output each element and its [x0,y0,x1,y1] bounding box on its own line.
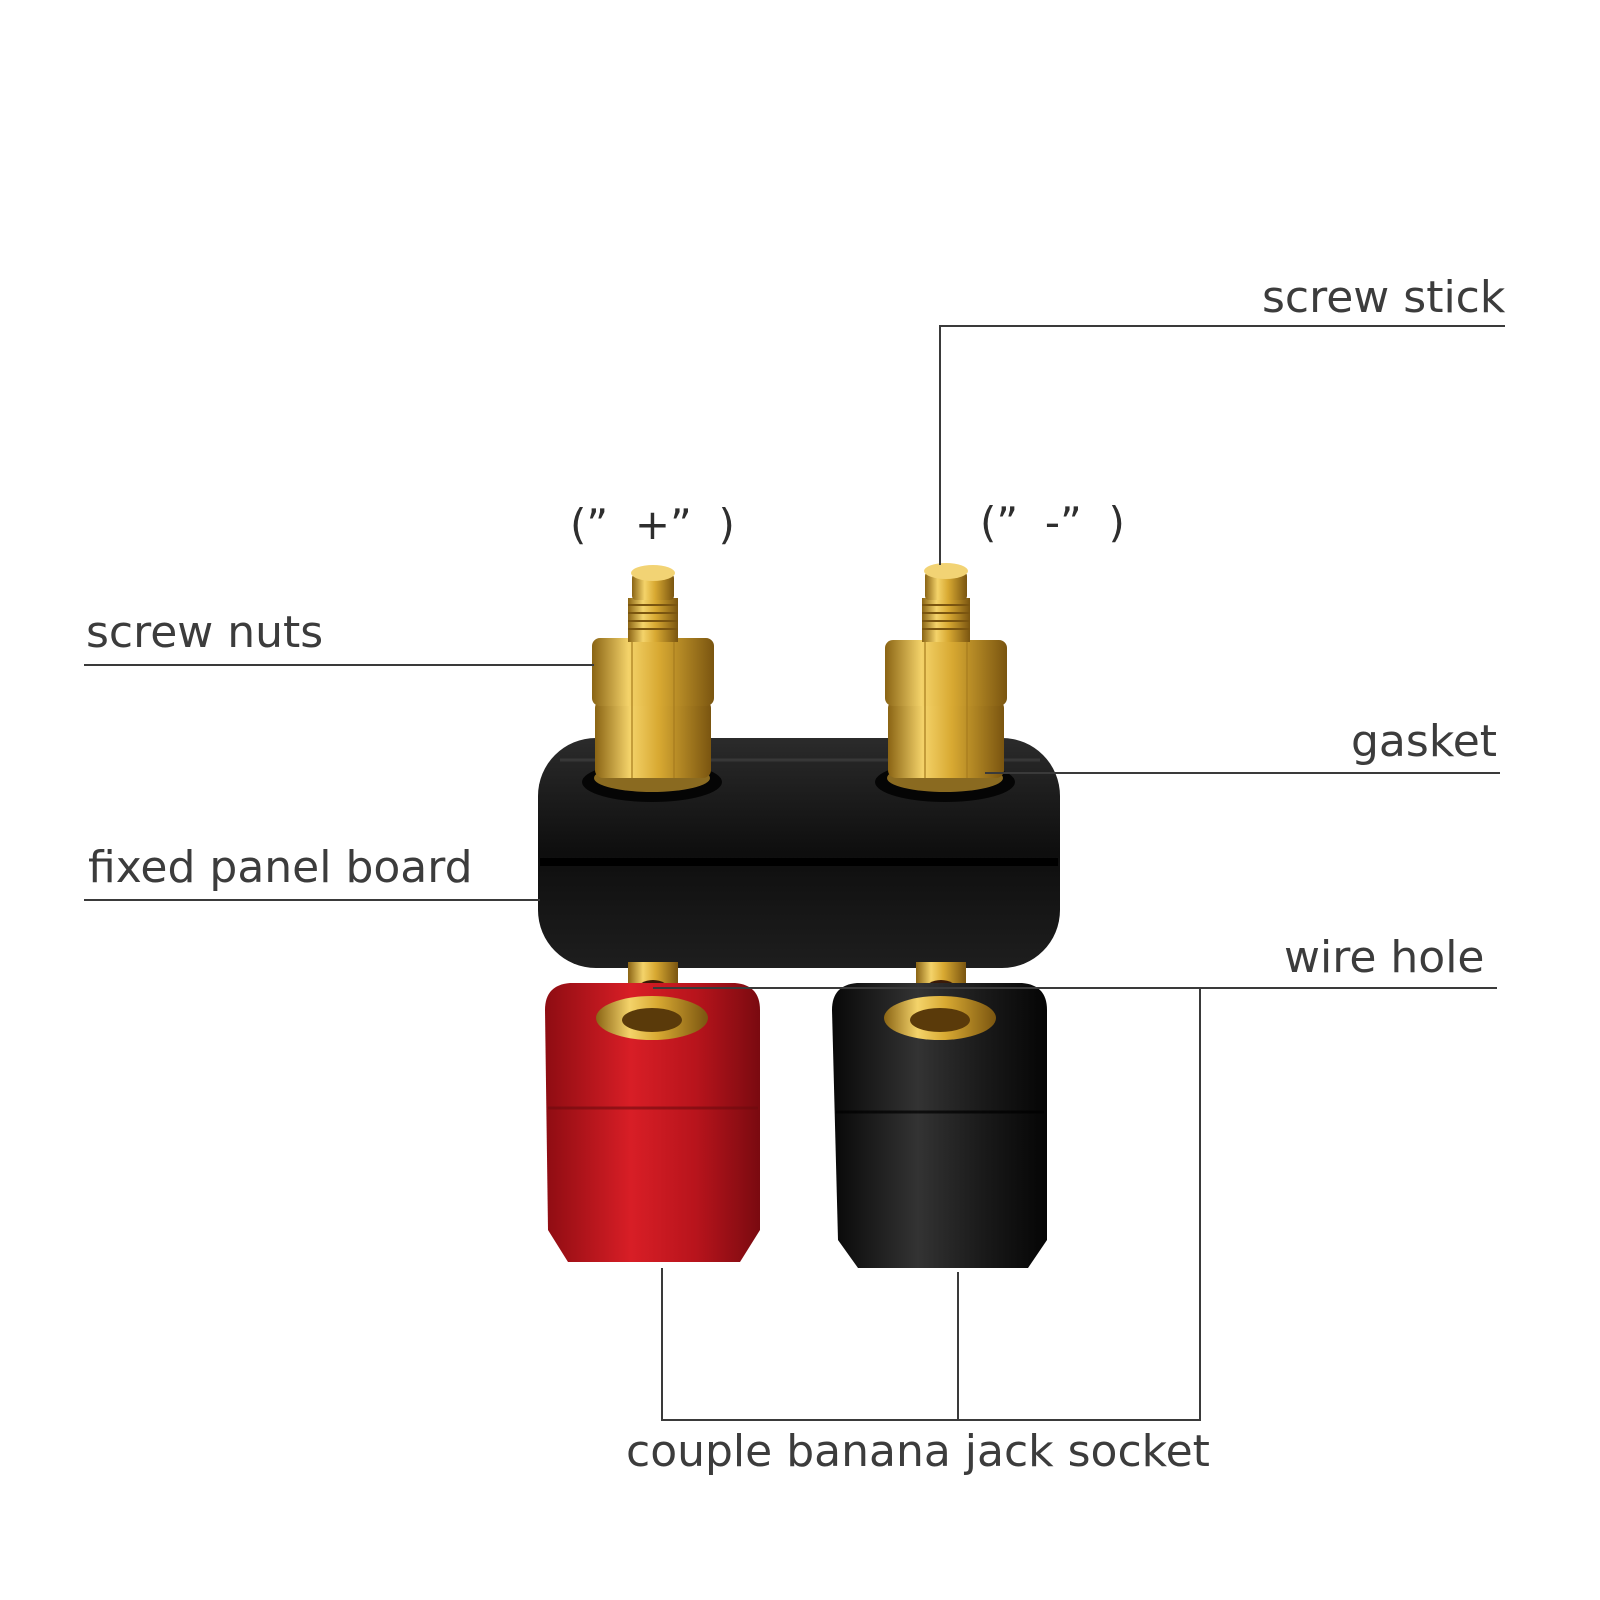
fixed-panel-board-label: fixed panel board [88,842,473,893]
banana-jack-socket-label: couple banana jack socket [626,1426,1210,1477]
red-banana-jack [545,983,760,1262]
screw-nut-upper-left [592,638,714,706]
screw-nuts-label: screw nuts [86,607,324,658]
positive-post [582,565,722,802]
screw-stick-leader [939,325,1505,565]
screw-nut-lower-left [595,700,711,778]
black-banana-jack [832,983,1047,1268]
screw-stick-right [925,572,967,600]
screw-stick-label: screw stick [1262,272,1506,323]
screw-nut-upper-right [885,640,1007,706]
screw-stick-left [632,574,674,600]
positive-polarity-label: (” +” ) [570,500,735,549]
screw-nut-lower-right [888,700,1004,778]
banana-jack-leader-left [661,988,1201,1421]
gasket-label: gasket [1351,716,1498,767]
negative-polarity-label: (” -” ) [980,498,1125,547]
negative-post [875,563,1015,802]
wire-hole-label: wire hole [1284,932,1485,983]
leader-lines [84,325,1505,1421]
